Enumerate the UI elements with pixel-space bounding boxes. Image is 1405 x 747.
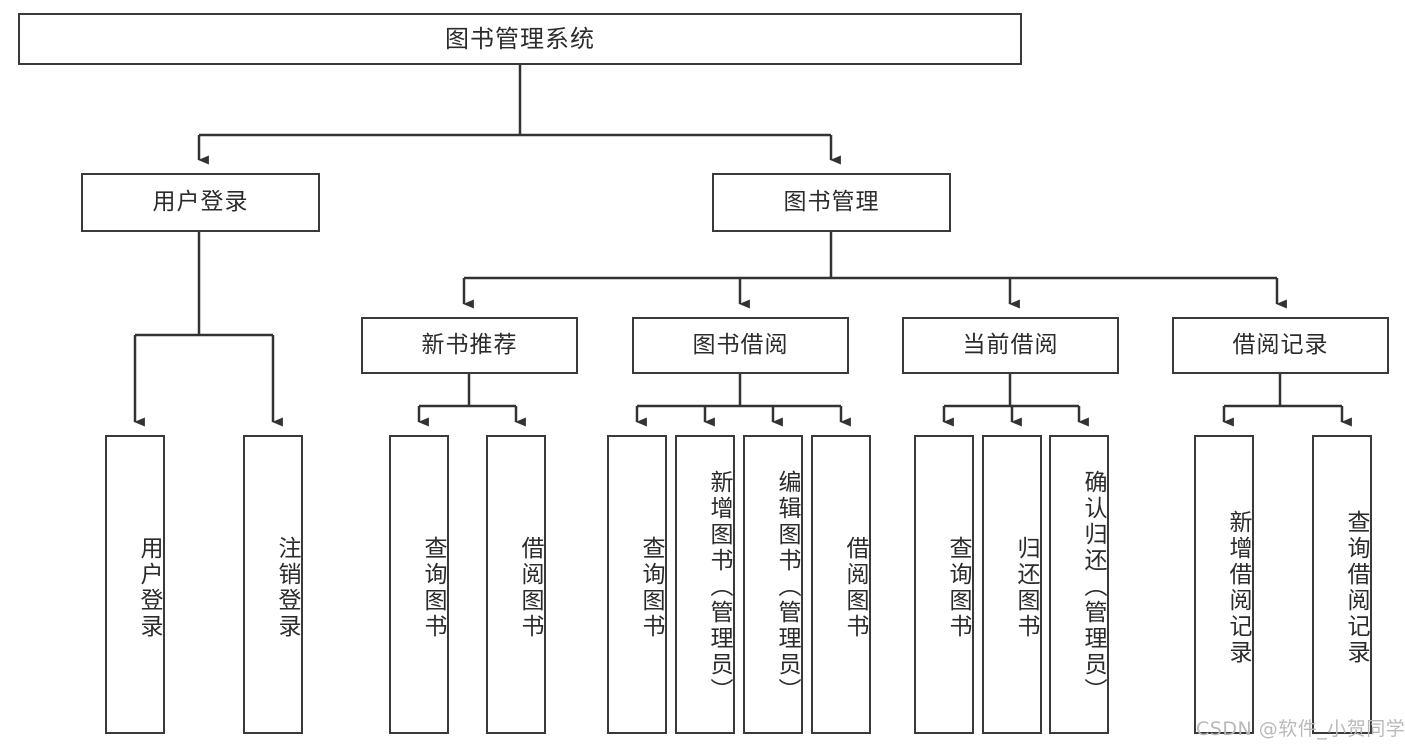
leaf-query-borrow-record[interactable]: 查询借阅记录: [1312, 435, 1372, 734]
leaf-user-logout[interactable]: 注销登录: [243, 435, 303, 734]
leaf-borrow-book-borrow[interactable]: 借阅图书: [811, 435, 871, 734]
csdn-watermark: CSDN @软件_小贺同学: [1196, 718, 1405, 740]
leaf-query-book-recommend[interactable]: 查询图书: [389, 435, 449, 734]
leaf-query-book-current[interactable]: 查询图书: [914, 435, 974, 734]
leaf-confirm-return-admin[interactable]: 确认归还（管理员）: [1049, 435, 1109, 734]
leaf-user-login[interactable]: 用户登录: [105, 435, 165, 734]
leaf-add-borrow-record[interactable]: 新增借阅记录: [1194, 435, 1254, 734]
node-user-login[interactable]: 用户登录: [81, 173, 320, 232]
leaf-return-book[interactable]: 归还图书: [982, 435, 1042, 734]
node-new-book-recommend[interactable]: 新书推荐: [361, 317, 578, 374]
node-borrow-record[interactable]: 借阅记录: [1172, 317, 1389, 374]
node-current-borrow[interactable]: 当前借阅: [902, 317, 1119, 374]
node-book-borrow[interactable]: 图书借阅: [632, 317, 849, 374]
node-book-management[interactable]: 图书管理: [712, 173, 951, 232]
node-root-system[interactable]: 图书管理系统: [18, 13, 1022, 65]
leaf-borrow-book-recommend[interactable]: 借阅图书: [486, 435, 546, 734]
leaf-query-book-borrow[interactable]: 查询图书: [607, 435, 667, 734]
leaf-add-book-admin[interactable]: 新增图书（管理员）: [675, 435, 735, 734]
leaf-edit-book-admin[interactable]: 编辑图书（管理员）: [743, 435, 803, 734]
